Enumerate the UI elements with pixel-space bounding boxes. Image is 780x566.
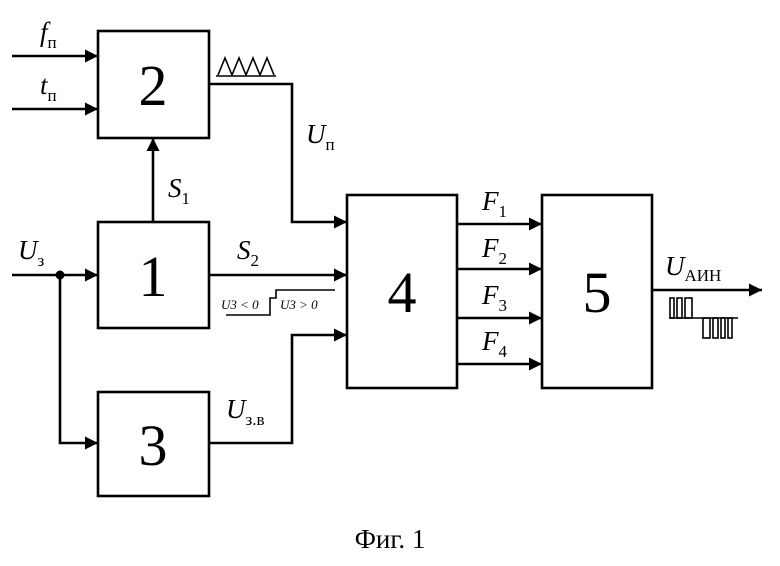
label-up: Uп	[306, 119, 335, 154]
sawtooth-wave-icon	[216, 58, 276, 76]
block-2-number: 2	[139, 53, 168, 118]
block-4-number: 4	[388, 260, 417, 325]
label-f4: F4	[481, 326, 508, 361]
uz-to-block-3-arrow	[60, 275, 98, 443]
condition-negative: U3 < 0	[221, 297, 259, 312]
label-uzv: Uз.в	[226, 394, 265, 429]
block-1-number: 1	[139, 244, 168, 309]
block-3-number: 3	[139, 413, 168, 478]
label-s1: S1	[168, 173, 190, 208]
label-uain: UАИН	[665, 251, 721, 285]
condition-positive: U3 > 0	[280, 297, 318, 312]
label-fp: fп	[40, 17, 57, 52]
label-uz: Uз	[18, 235, 45, 270]
s2-condition-indicator: U3 < 0 U3 > 0	[221, 290, 335, 315]
figure-caption: Фиг. 1	[355, 524, 426, 554]
pwm-wave-icon	[669, 298, 738, 338]
uzv-arrow	[209, 335, 347, 443]
label-tp: tп	[40, 70, 57, 105]
label-f3: F3	[481, 280, 507, 315]
label-s2: S2	[237, 235, 259, 270]
block-5-number: 5	[583, 260, 612, 325]
label-f1: F1	[481, 186, 507, 221]
label-f2: F2	[481, 233, 507, 268]
